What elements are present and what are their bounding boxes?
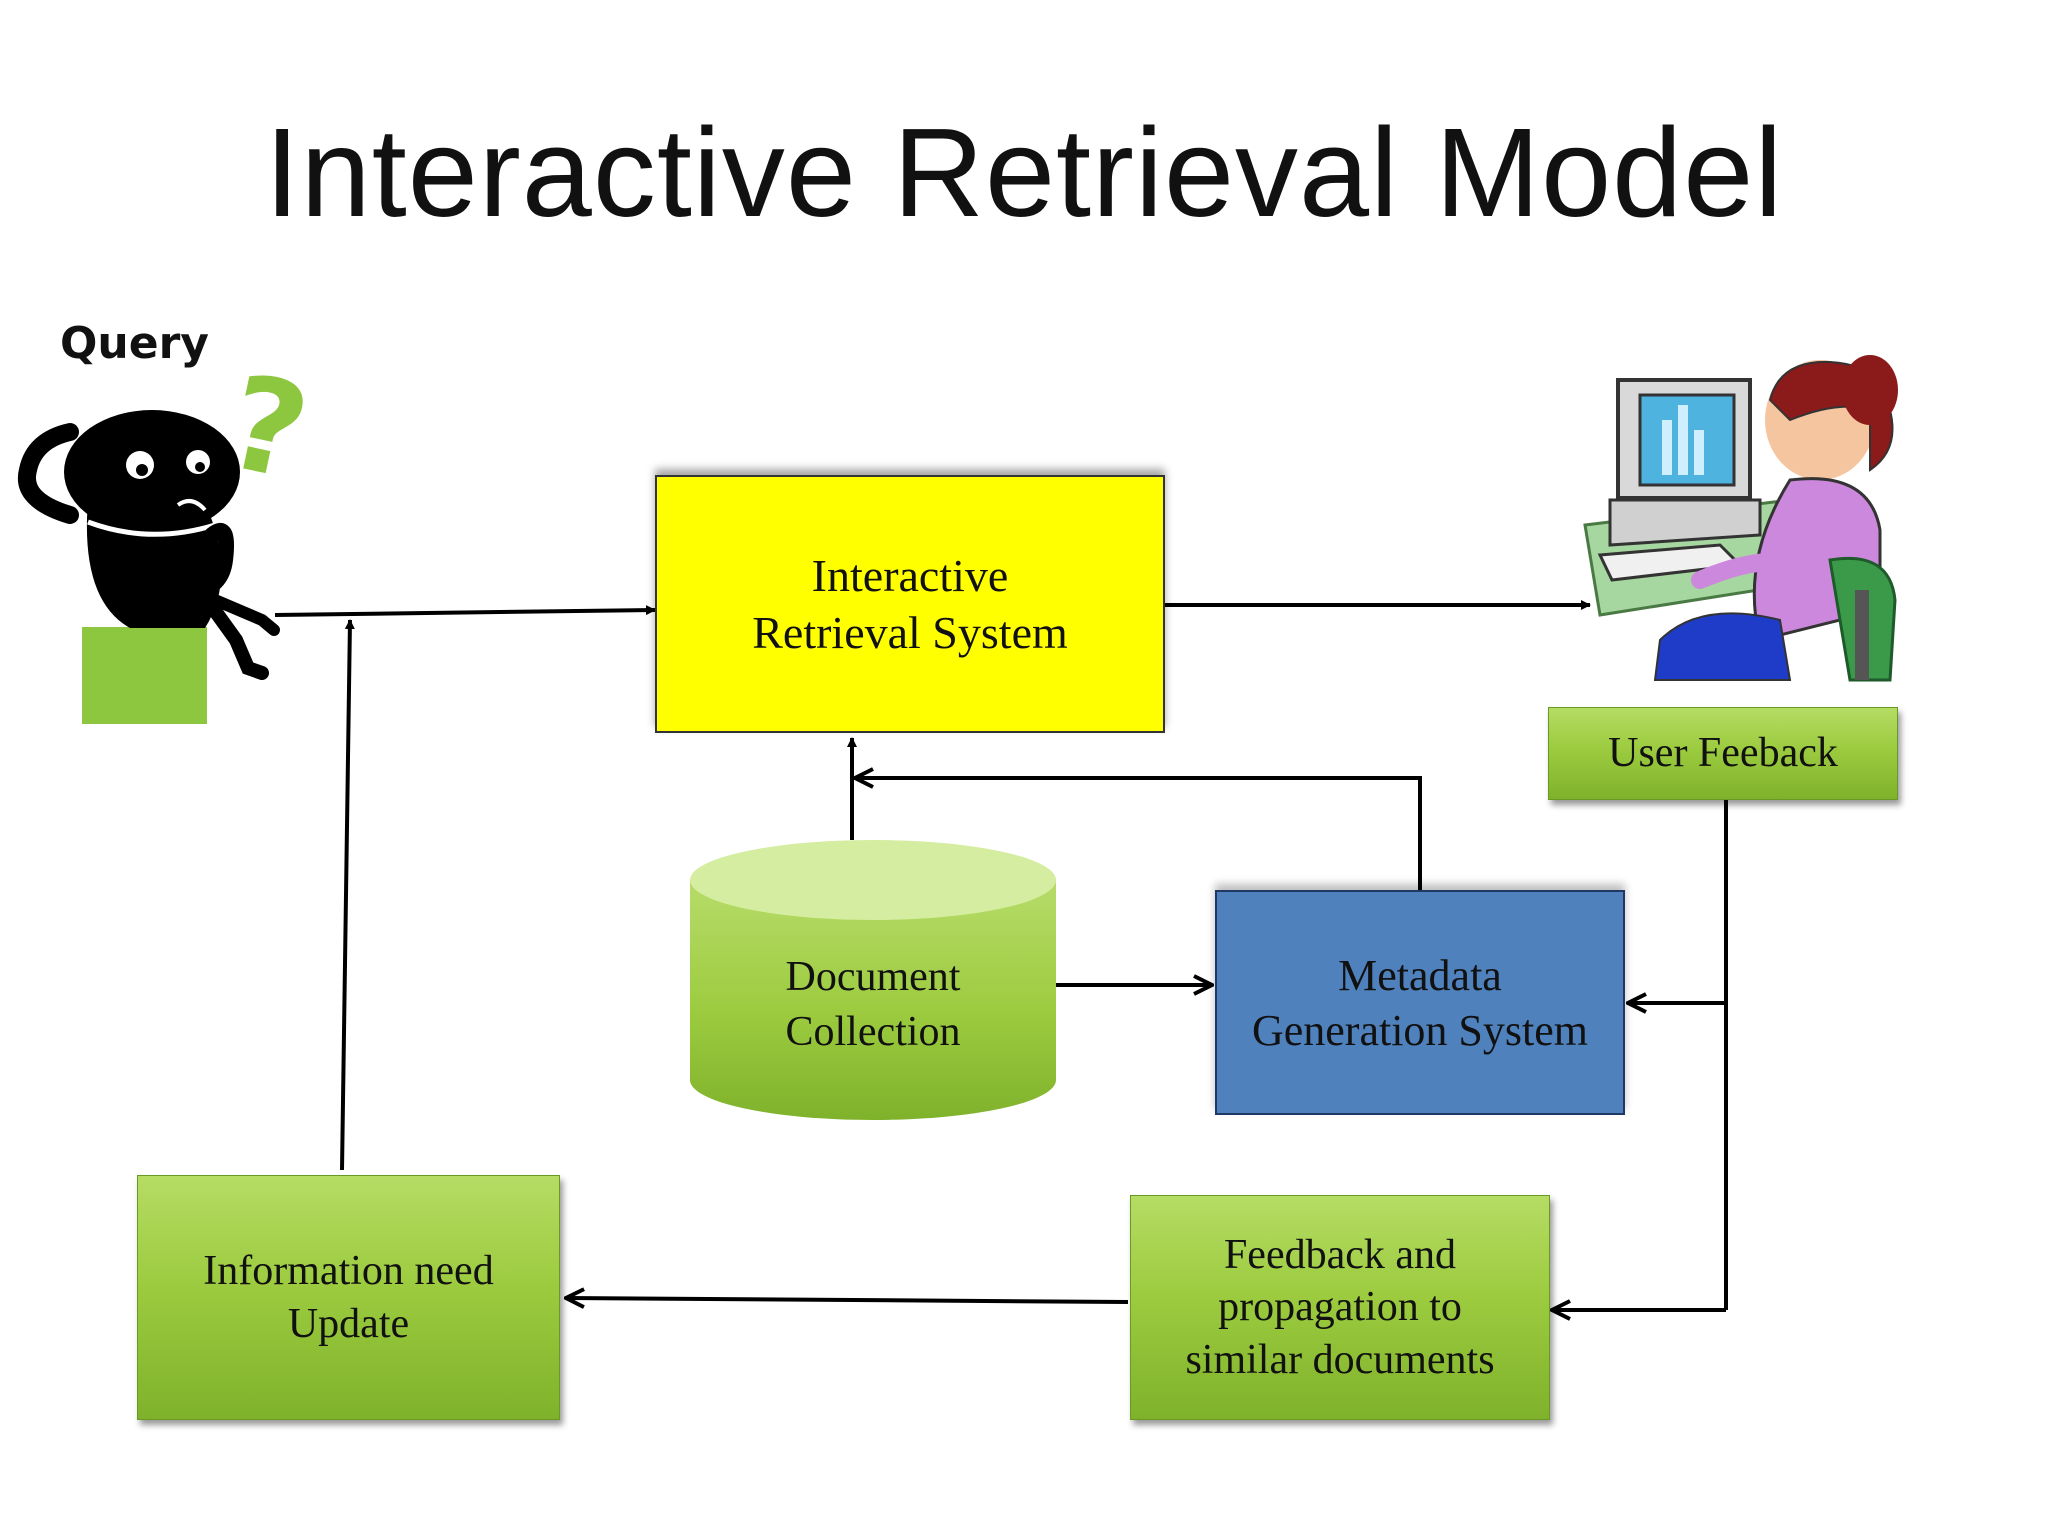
interactive-retrieval-system-label: Interactive Retrieval System (752, 549, 1068, 659)
metadata-generation-system-box: Metadata Generation System (1215, 890, 1625, 1115)
user-feedback-label: User Feeback (1608, 730, 1838, 777)
user-at-computer-icon (1583, 355, 1898, 682)
confused-person-icon: ? (17, 345, 321, 724)
arrow-update-to-query (340, 619, 355, 1171)
seat-block (82, 627, 207, 724)
information-need-update-box: Information need Update (137, 1175, 560, 1420)
feedback-propagation-box: Feedback and propagation to similar docu… (1130, 1195, 1550, 1420)
information-need-update-label: Information need Update (203, 1248, 494, 1347)
feedback-propagation-label: Feedback and propagation to similar docu… (1185, 1231, 1495, 1383)
document-collection-label: Document Collection (785, 954, 961, 1055)
slide-title: Interactive Retrieval Model (264, 102, 1784, 243)
document-collection-cylinder (690, 840, 1056, 1120)
arrow-propagation-to-update (566, 1298, 1129, 1302)
interactive-retrieval-system-box: Interactive Retrieval System (655, 475, 1165, 733)
arrow-query-to-system (274, 605, 656, 617)
query-label: Query (60, 318, 209, 369)
user-feedback-box: User Feeback (1548, 707, 1898, 800)
metadata-generation-system-label: Metadata Generation System (1251, 950, 1589, 1055)
connectors (274, 600, 1728, 1310)
arrow-metadata-to-system (855, 778, 1422, 890)
